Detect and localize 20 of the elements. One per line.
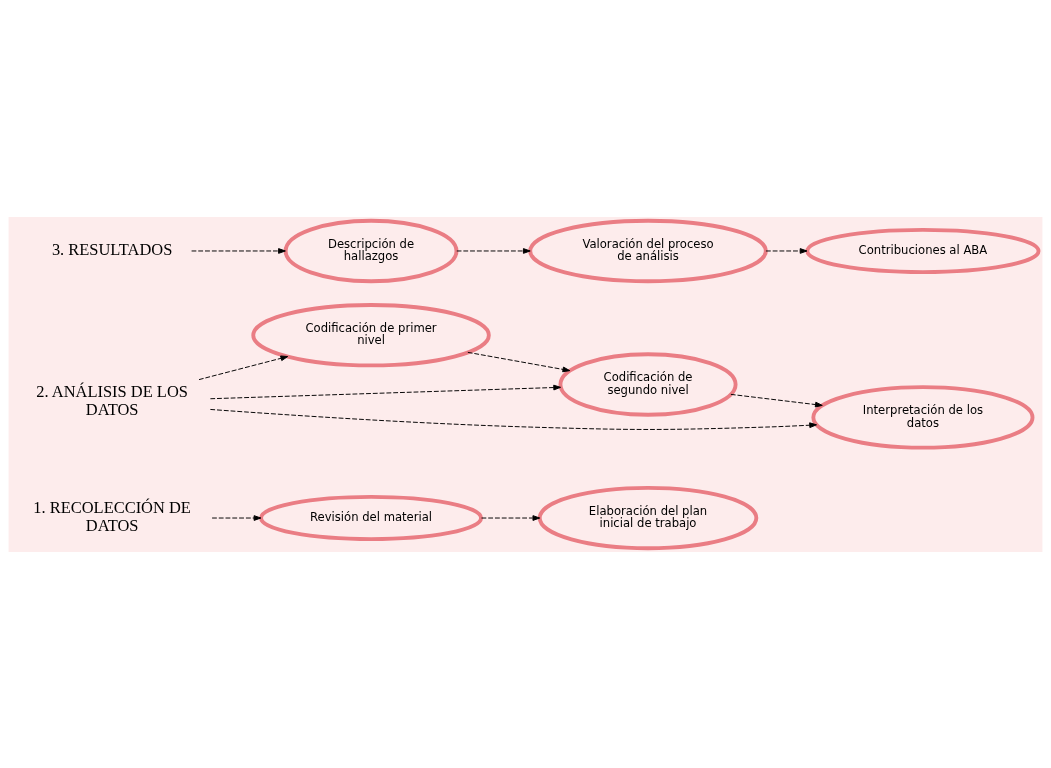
node-text: 2. ANÁLISIS DE LOS DATOS	[36, 381, 188, 419]
arrow	[481, 514, 541, 521]
node-ellipse: Revisión del material	[259, 494, 483, 541]
node-text: 1. RECOLECCIÓN DE DATOS	[33, 497, 191, 535]
arrow	[209, 384, 562, 399]
arrow	[191, 247, 286, 254]
arrow	[765, 247, 808, 254]
node-ellipse: Elaboración del plan inicial de trabajo	[537, 485, 759, 550]
node-ellipse: Valoración del proceso de análisis	[528, 218, 768, 283]
node-text: 3. RESULTADOS	[51, 239, 173, 259]
arrow	[209, 408, 817, 430]
arrow	[456, 247, 531, 254]
arrow	[467, 351, 571, 372]
node-ellipse: Descripción de hallazgos	[283, 218, 459, 283]
arrow	[198, 354, 289, 380]
node-ellipse: Codificación de segundo nivel	[558, 351, 738, 417]
node-ellipse: Codificación de primer nivel	[251, 302, 491, 367]
arrow	[211, 514, 262, 521]
node-ellipse: Contribuciones al ABA	[805, 227, 1041, 274]
arrow	[730, 393, 823, 407]
